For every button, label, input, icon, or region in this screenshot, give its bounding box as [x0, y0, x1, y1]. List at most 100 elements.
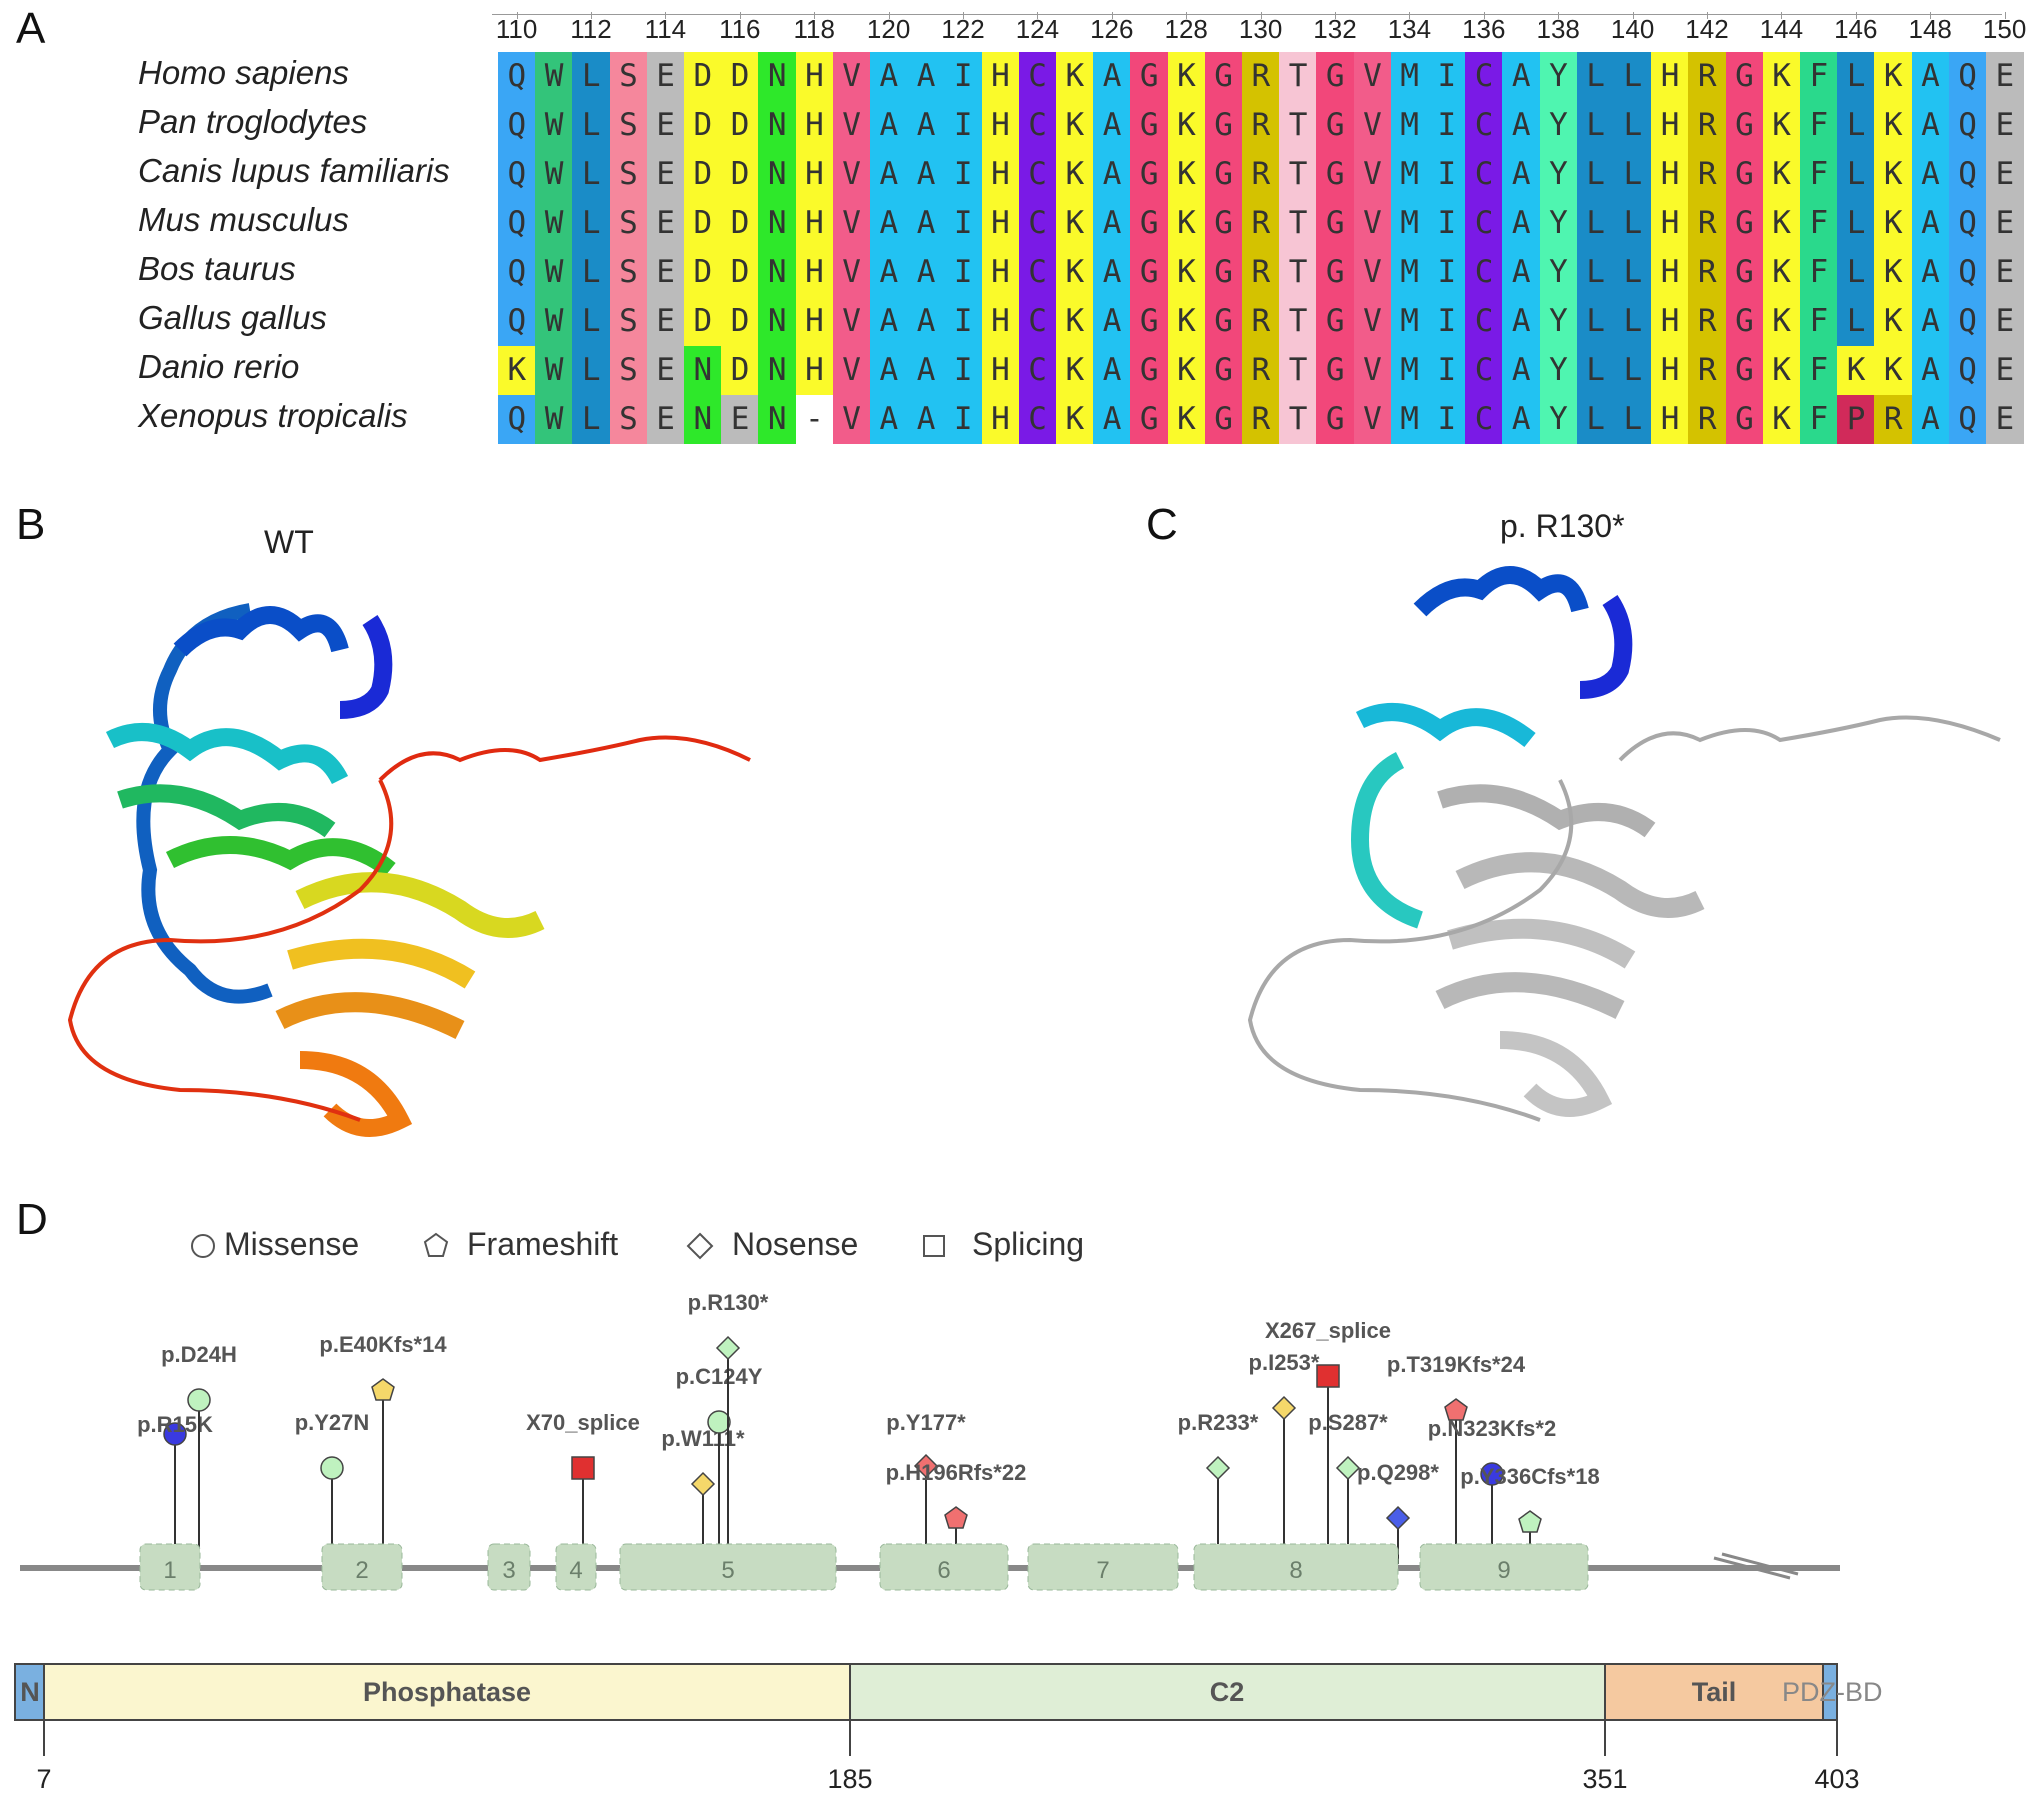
residue-cell: D [684, 101, 722, 150]
residue-cell: I [1428, 395, 1466, 444]
residue-cell: A [1502, 248, 1541, 297]
domain-c2-label: C2 [1210, 1677, 1245, 1707]
residue-cell: N [758, 150, 797, 199]
residue-cell: L [1614, 297, 1652, 346]
species-name: Homo sapiens [138, 54, 349, 91]
residue-cell: K [1762, 248, 1801, 297]
ruler-tick [1855, 12, 1857, 19]
residue-cell: F [1800, 52, 1838, 101]
ruler-tick [814, 12, 816, 19]
residue-cell: L [1614, 52, 1652, 101]
residue-cell: E [646, 395, 685, 444]
residue-cell: E [1986, 297, 2024, 346]
residue-cell: R [1242, 52, 1280, 101]
residue-cell: F [1800, 248, 1838, 297]
mutation-label: p.W111* [661, 1426, 745, 1451]
mutation-label: p.Y177* [886, 1410, 966, 1435]
residue-cell: L [1576, 199, 1615, 248]
residue-cell: V [832, 346, 871, 395]
ruler-label: 124 [1015, 14, 1060, 44]
ruler-label: 134 [1387, 14, 1432, 44]
residue-cell: H [795, 199, 834, 248]
mutation-marker [571, 1456, 595, 1480]
break-mark [1713, 1556, 1791, 1580]
residue-cell: A [907, 150, 945, 199]
residue-cell: G [1316, 248, 1355, 297]
exon-label: 6 [937, 1557, 950, 1584]
residue-cell: Q [1948, 297, 1987, 346]
residue-cell: H [795, 101, 834, 150]
residue-cell: S [609, 346, 648, 395]
residue-cell: A [907, 248, 945, 297]
residue-cell: K [1874, 297, 1913, 346]
ruler-tick [1483, 12, 1485, 19]
residue-cell: K [1837, 346, 1875, 395]
residue-cell: D [721, 199, 759, 248]
residue-cell: G [1316, 199, 1355, 248]
ruler-tick [963, 12, 964, 19]
residue-cell: C [1465, 199, 1503, 248]
residue-cell: T [1279, 346, 1317, 395]
residue-cell: F [1800, 395, 1838, 444]
residue-cell: G [1725, 52, 1764, 101]
residue-cell: C [1018, 150, 1057, 199]
mutation-label: p.I253* [1249, 1350, 1320, 1375]
residue-cell: F [1800, 199, 1838, 248]
residue-cell: A [907, 199, 945, 248]
residue-cell: H [1651, 297, 1689, 346]
residue-cell: H [981, 297, 1020, 346]
residue-cell: K [1762, 395, 1801, 444]
domain-n [14, 1663, 45, 1721]
residue-cell: A [870, 199, 908, 248]
mutation-marker [1385, 1505, 1411, 1531]
residue-cell: Q [1948, 199, 1987, 248]
residue-cell: K [1762, 150, 1801, 199]
residue-cell: C [1018, 248, 1057, 297]
domain-phosphatase [43, 1663, 851, 1721]
residue-cell: K [1167, 346, 1206, 395]
residue-cell: H [1651, 150, 1689, 199]
residue-cell: F [1800, 346, 1838, 395]
residue-cell: E [646, 248, 685, 297]
residue-cell: G [1204, 52, 1243, 101]
mutation-marker [1335, 1455, 1361, 1481]
ruler-label: 130 [1238, 14, 1283, 44]
residue-cell: V [1353, 297, 1392, 346]
residue-cell: R [1242, 248, 1280, 297]
exon-block [487, 1543, 531, 1591]
residue-cell: L [1837, 101, 1875, 150]
mutation-label: X70_splice [526, 1410, 640, 1435]
residue-cell: L [1837, 150, 1875, 199]
residue-cell: C [1465, 346, 1503, 395]
residue-cell: L [1576, 150, 1615, 199]
residue-cell: I [944, 101, 983, 150]
residue-cell: K [1762, 52, 1801, 101]
residue-cell: K [1762, 297, 1801, 346]
residue-cell: R [1688, 52, 1727, 101]
residue-cell: V [1353, 346, 1392, 395]
ruler-label: 138 [1536, 14, 1580, 44]
residue-cell: H [981, 395, 1020, 444]
residue-cell: G [1204, 101, 1243, 150]
exon-block [321, 1543, 403, 1591]
exon-block [139, 1543, 201, 1591]
position-185: 185 [827, 1764, 872, 1794]
residue-cell: A [1502, 199, 1541, 248]
residue-cell: R [1242, 199, 1280, 248]
residue-cell: M [1390, 248, 1429, 297]
residue-cell: A [1093, 199, 1131, 248]
residue-cell: N [758, 101, 797, 150]
residue-cell: G [1204, 248, 1243, 297]
mutation-marker [1271, 1395, 1297, 1421]
residue-cell: G [1316, 101, 1355, 150]
residue-cell: K [1762, 346, 1801, 395]
ruler-tick [1111, 12, 1113, 19]
ruler-label: 150 [1982, 14, 2027, 44]
residue-cell: I [944, 199, 983, 248]
residue-cell: E [646, 52, 685, 101]
residue-cell: H [981, 150, 1020, 199]
exon-block [1027, 1543, 1179, 1591]
residue-cell: Q [1948, 395, 1987, 444]
residue-cell: Q [1948, 52, 1987, 101]
residue-cell: H [795, 52, 834, 101]
